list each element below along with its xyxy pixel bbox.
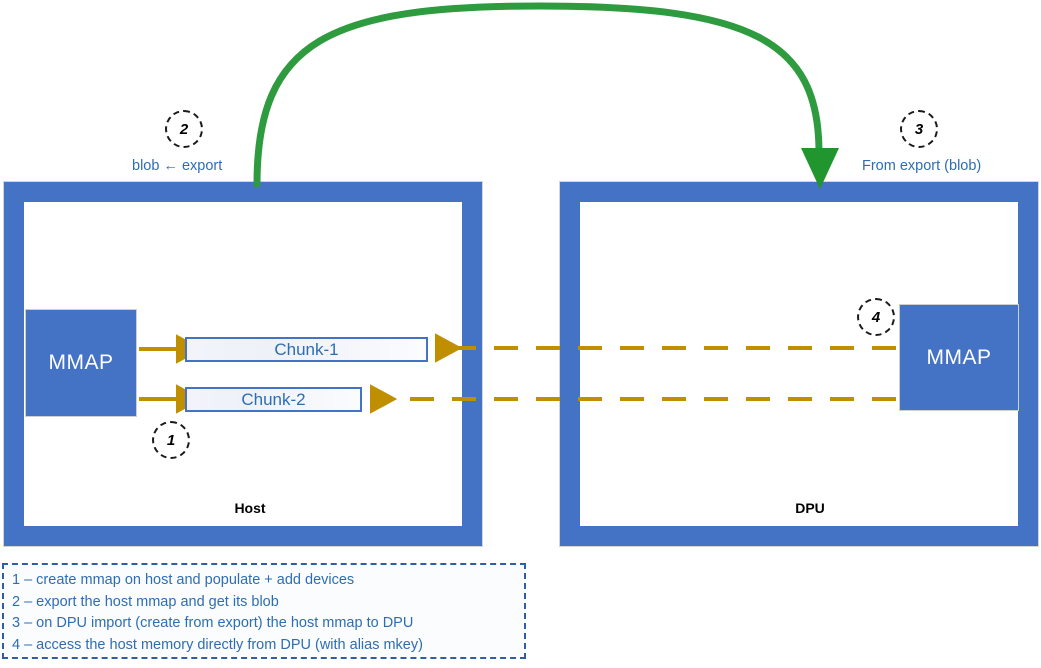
step-marker-1: 1 xyxy=(152,421,190,459)
legend-line-4: 4 – access the host memory directly from… xyxy=(12,636,423,653)
mmap-block-dpu: MMAP xyxy=(899,304,1019,411)
export-arrow-icon xyxy=(253,2,839,189)
step-caption-3: From export (blob) xyxy=(862,158,982,174)
legend-line-1: 1 – create mmap on host and populate + a… xyxy=(12,572,355,588)
chunk-bar-1: Chunk-1 xyxy=(185,337,428,362)
dpu-label: DPU xyxy=(795,500,825,516)
host-label: Host xyxy=(234,500,266,516)
step-marker-4: 4 xyxy=(857,298,895,336)
legend-line-2: 2 – export the host mmap and get its blo… xyxy=(12,593,279,610)
legend-box: 1 – create mmap on host and populate + a… xyxy=(2,563,526,659)
mmap-block-host: MMAP xyxy=(25,309,137,417)
chunk-bar-2: Chunk-2 xyxy=(185,387,362,412)
step-marker-2: 2 xyxy=(165,110,203,148)
step-caption-2: blob ← export xyxy=(132,158,223,174)
legend-line-3: 3 – on DPU import (create from export) t… xyxy=(12,615,414,631)
step-marker-3: 3 xyxy=(900,110,938,148)
